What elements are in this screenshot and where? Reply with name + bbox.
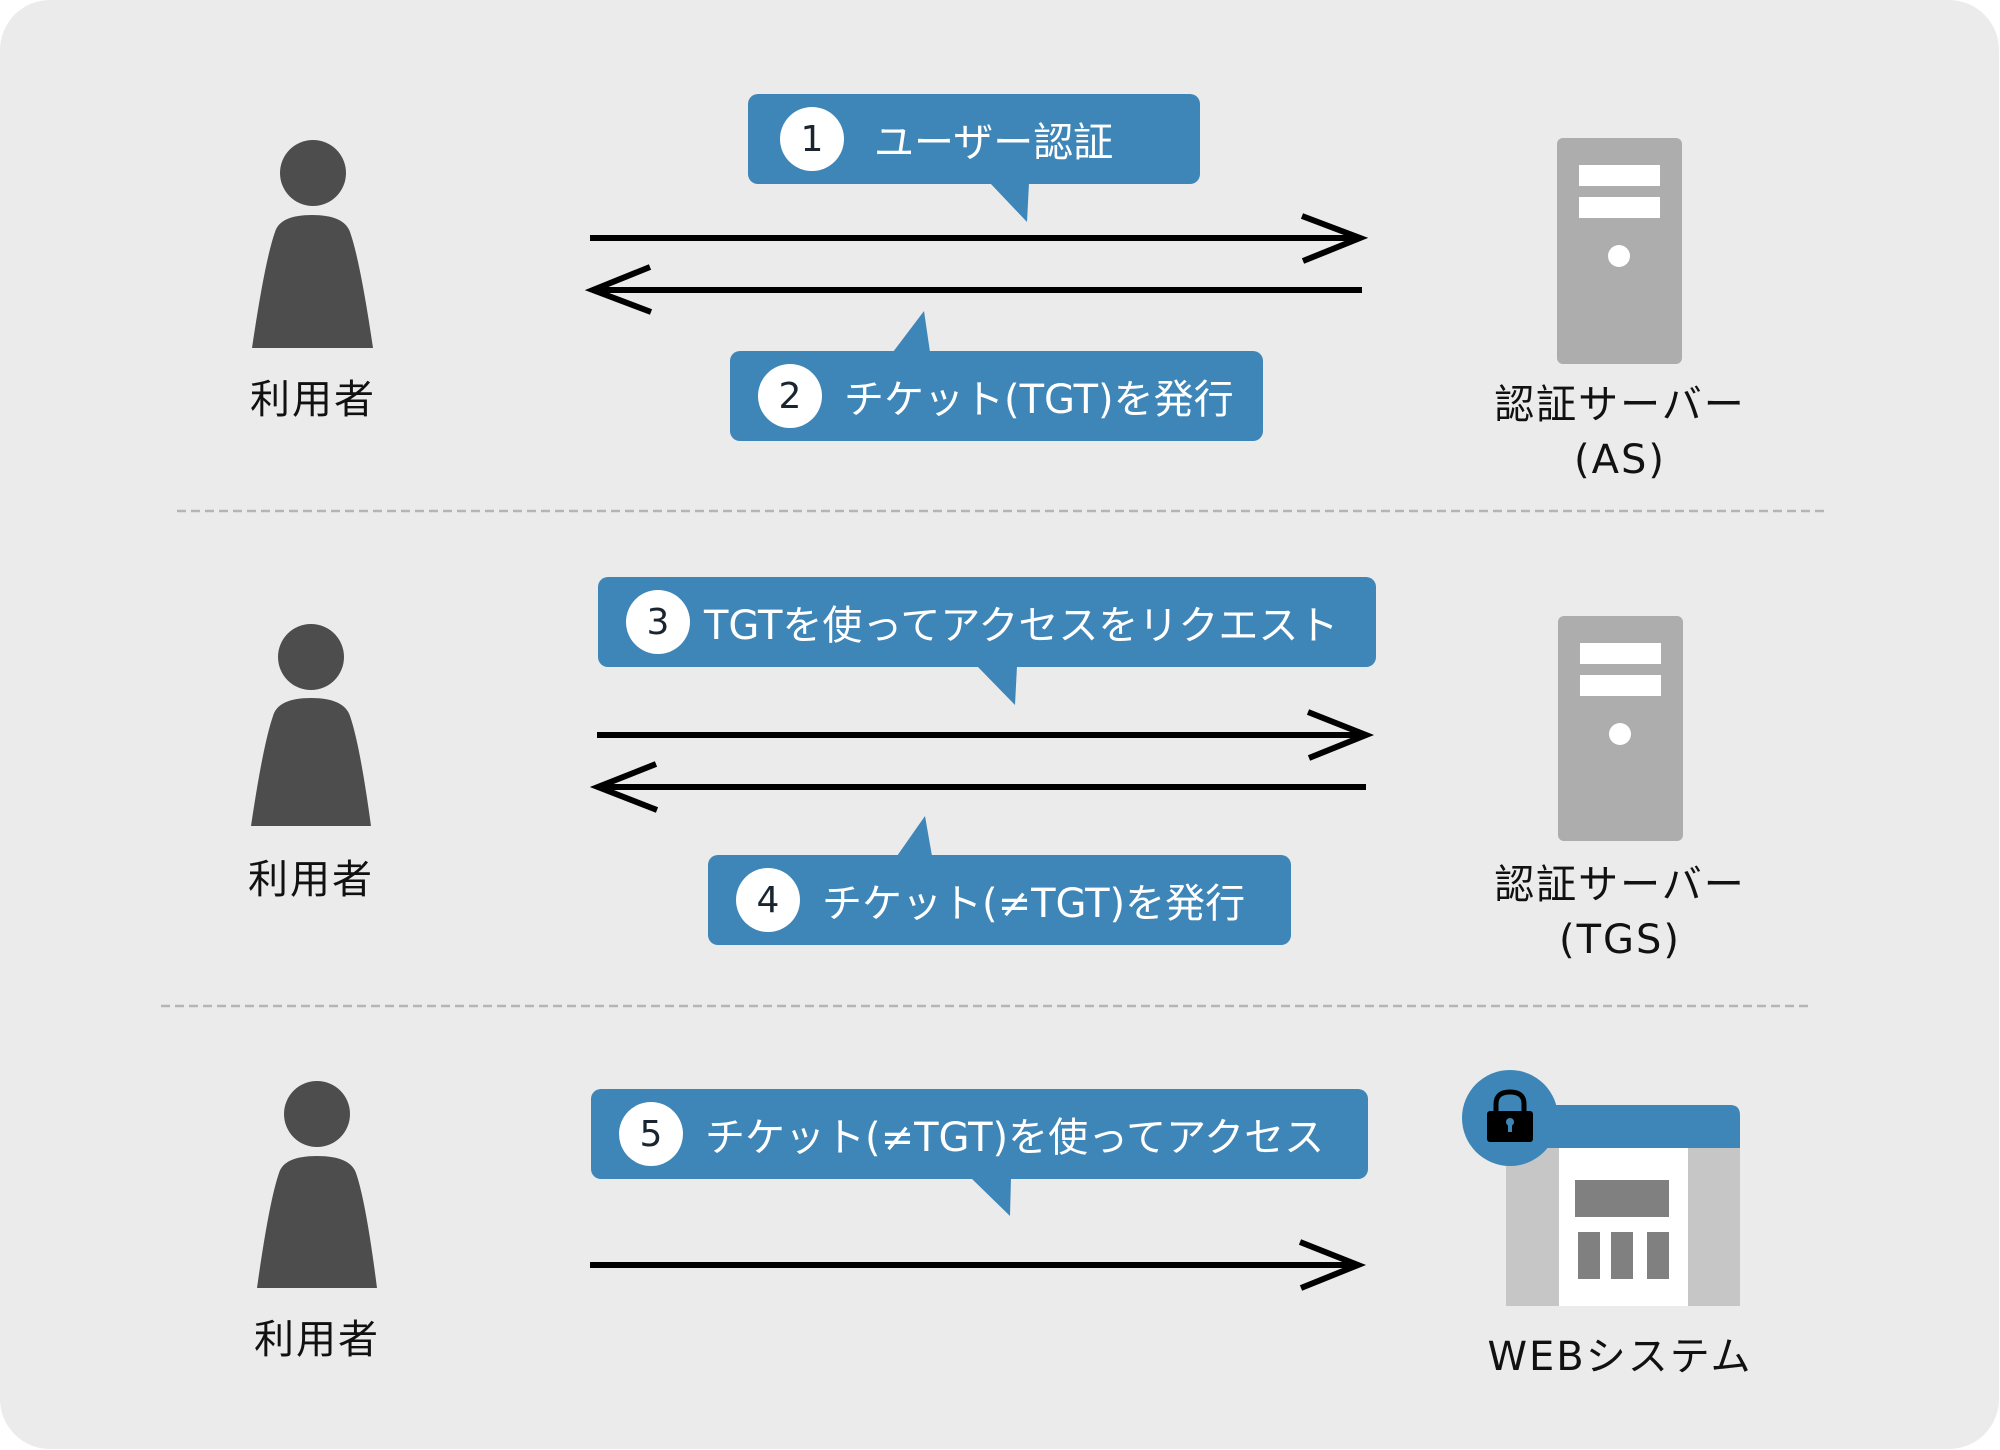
user-label: 利用者 (248, 857, 374, 903)
step-number-badge: 3 (626, 590, 690, 654)
arrow-left (584, 264, 1362, 315)
user-icon (257, 1081, 377, 1288)
user-label: 利用者 (254, 1317, 380, 1363)
server-icon (1557, 138, 1682, 364)
step-text: チケット(≠TGT)を発行 (822, 881, 1246, 927)
arrow-left (589, 761, 1366, 813)
server-label: 認証サーバー (AS) (1470, 378, 1770, 488)
step-number-badge: 1 (780, 107, 844, 171)
arrow-right (590, 213, 1369, 264)
step-callout-4: 4 チケット(≠TGT)を発行 (708, 855, 1291, 945)
step-callout-2: 2 チケット(TGT)を発行 (730, 351, 1263, 441)
step-text: チケット(TGT)を発行 (844, 377, 1234, 423)
step-text: チケット(≠TGT)を使ってアクセス (705, 1115, 1325, 1161)
callout-tail (990, 183, 1029, 222)
step-text: ユーザー認証 (874, 120, 1114, 166)
callout-tail (970, 1177, 1011, 1216)
web-system-label: WEBシステム (1487, 1334, 1753, 1380)
callout-tail (893, 311, 930, 352)
step-callout-1: 1 ユーザー認証 (748, 94, 1200, 184)
lock-icon (1462, 1070, 1558, 1166)
step-number-badge: 5 (619, 1102, 683, 1166)
step-number-badge: 2 (758, 364, 822, 428)
step-callout-5: 5 チケット(≠TGT)を使ってアクセス (591, 1089, 1368, 1179)
user-icon (251, 624, 371, 826)
server-name: 認証サーバー (1494, 862, 1746, 908)
callout-tail (897, 816, 932, 856)
server-abbreviation: (AS) (1574, 437, 1666, 483)
web-system-icon (1506, 1105, 1740, 1306)
step-text: TGTを使ってアクセスをリクエスト (704, 603, 1339, 649)
callout-tail (977, 666, 1017, 705)
server-label: 認証サーバー (TGS) (1470, 858, 1770, 968)
server-icon (1558, 616, 1683, 841)
arrow-right (597, 709, 1375, 761)
user-label: 利用者 (250, 377, 376, 423)
server-name: 認証サーバー (1494, 382, 1746, 428)
user-icon (252, 140, 373, 348)
step-callout-3: 3 TGTを使ってアクセスをリクエスト (598, 577, 1376, 667)
step-number-badge: 4 (736, 868, 800, 932)
arrow-right (590, 1239, 1367, 1291)
server-abbreviation: (TGS) (1558, 917, 1682, 963)
